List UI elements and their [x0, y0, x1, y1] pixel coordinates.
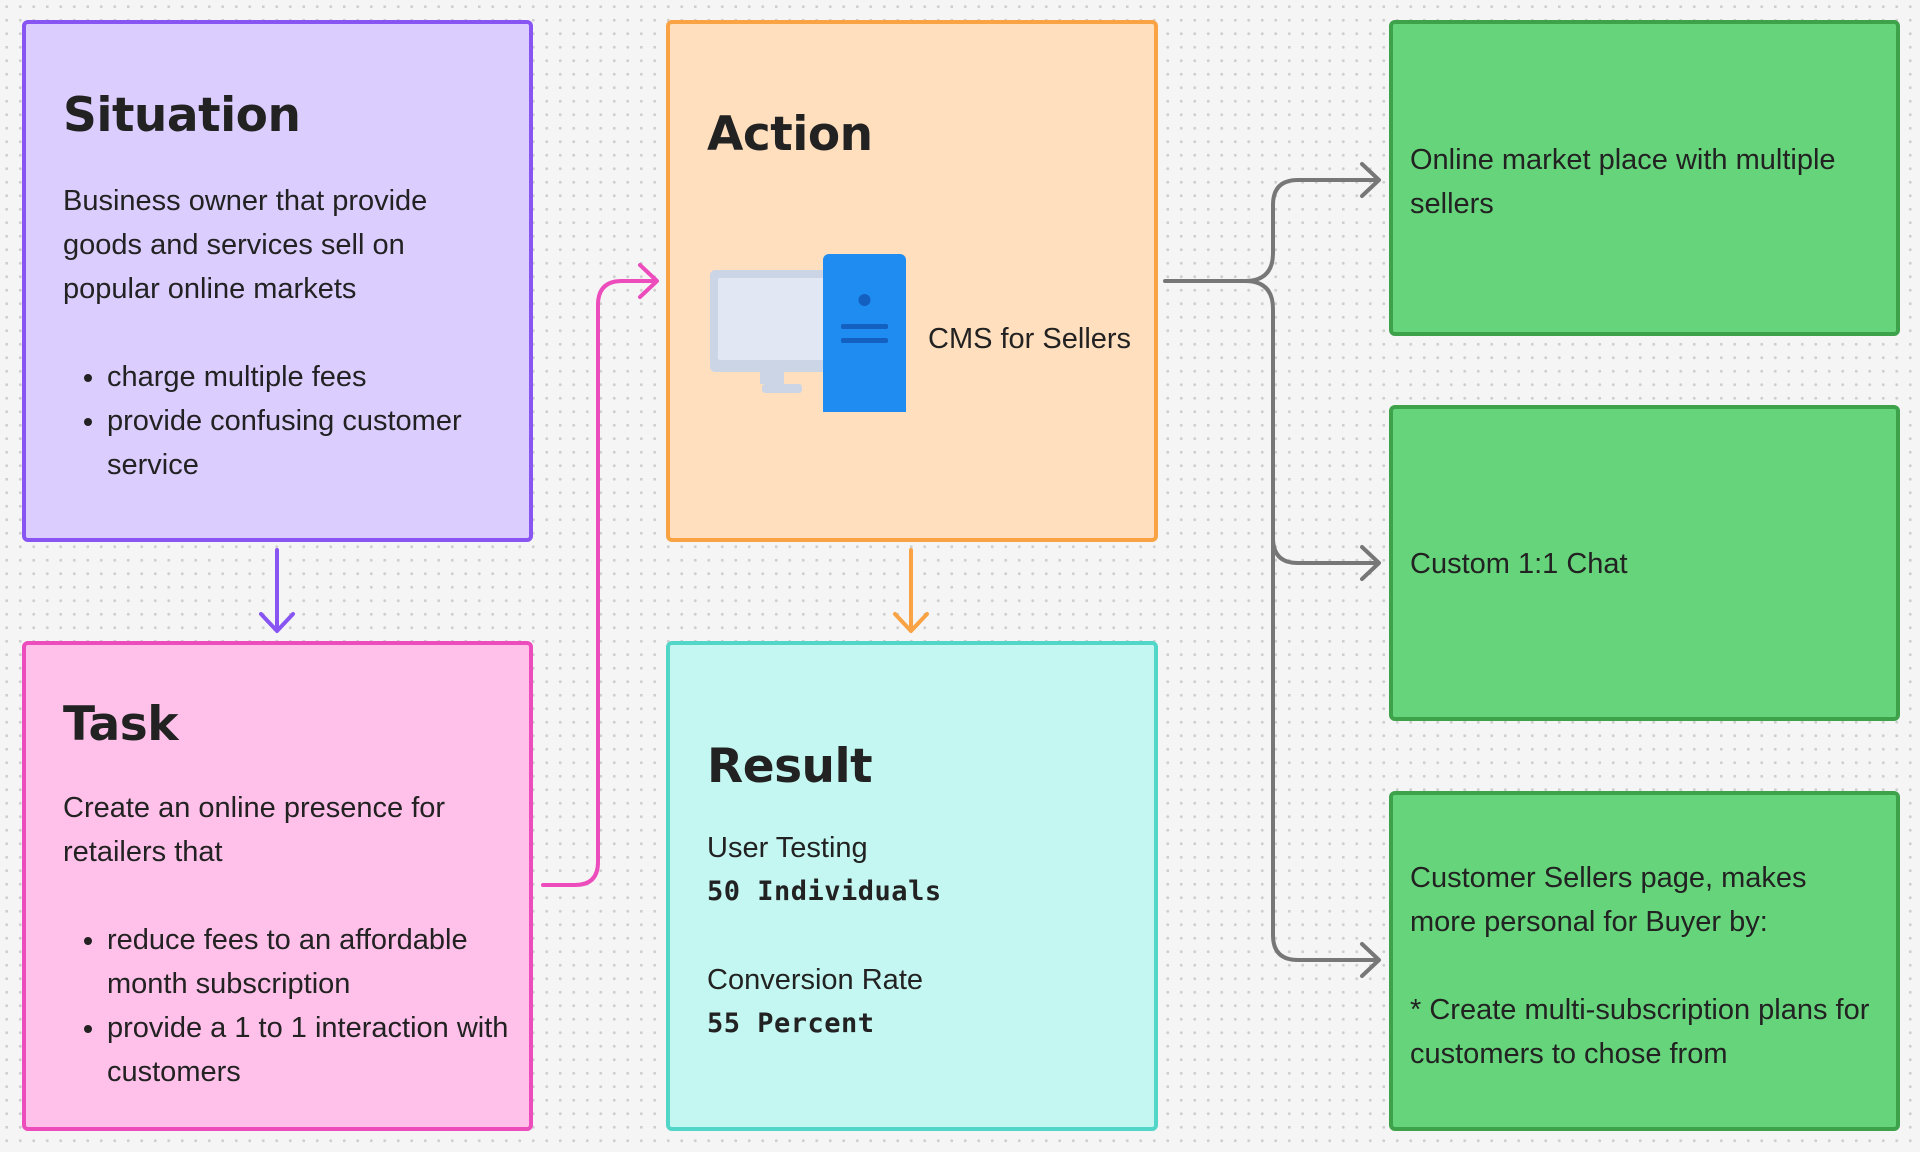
list-item: provide confusing customer service [107, 399, 537, 487]
situation-card: Situation Business owner that provide go… [22, 20, 533, 542]
outcome-text: * Create multi-subscription plans for cu… [1410, 994, 1870, 1070]
result-metric1-label: User Testing [707, 832, 868, 864]
outcome-text: Online market place with multiple seller… [1410, 144, 1836, 220]
result-card: Result User Testing 50 Individuals Conve… [666, 641, 1158, 1131]
list-item: reduce fees to an affordable month subsc… [107, 918, 547, 1006]
arrow-task-to-action [541, 263, 659, 887]
outcome-card-sellers-page: Customer Sellers page, makes more person… [1389, 791, 1900, 1131]
task-bullets: reduce fees to an affordable month subsc… [63, 918, 547, 1094]
list-item: charge multiple fees [107, 355, 537, 399]
situation-title: Situation [63, 88, 301, 143]
outcome-card-chat: Custom 1:1 Chat [1389, 405, 1900, 721]
arrow-action-to-result [893, 548, 929, 633]
action-title: Action [707, 107, 873, 162]
list-item: provide a 1 to 1 interaction with custom… [107, 1006, 547, 1094]
result-metric1-value: 50 Individuals [707, 876, 942, 907]
result-title: Result [707, 739, 873, 794]
result-metric2-label: Conversion Rate [707, 964, 923, 996]
desktop-computer-icon [710, 254, 906, 412]
action-card: Action CMS for Sellers [666, 20, 1158, 542]
task-title: Task [63, 697, 178, 752]
outcome-card-marketplace: Online market place with multiple seller… [1389, 20, 1900, 336]
result-metric2-value: 55 Percent [707, 1008, 875, 1039]
outcome-text: Custom 1:1 Chat [1410, 548, 1628, 580]
situation-description: Business owner that provide goods and se… [63, 185, 428, 305]
situation-bullets: charge multiple fees provide confusing c… [63, 355, 537, 487]
action-label: CMS for Sellers [928, 323, 1132, 355]
arrow-situation-to-task [259, 548, 295, 633]
arrows-action-to-outcomes [1163, 162, 1381, 978]
outcome-text: Customer Sellers page, makes more person… [1410, 862, 1807, 938]
task-description: Create an online presence for retailers … [63, 792, 446, 868]
task-card: Task Create an online presence for retai… [22, 641, 533, 1131]
